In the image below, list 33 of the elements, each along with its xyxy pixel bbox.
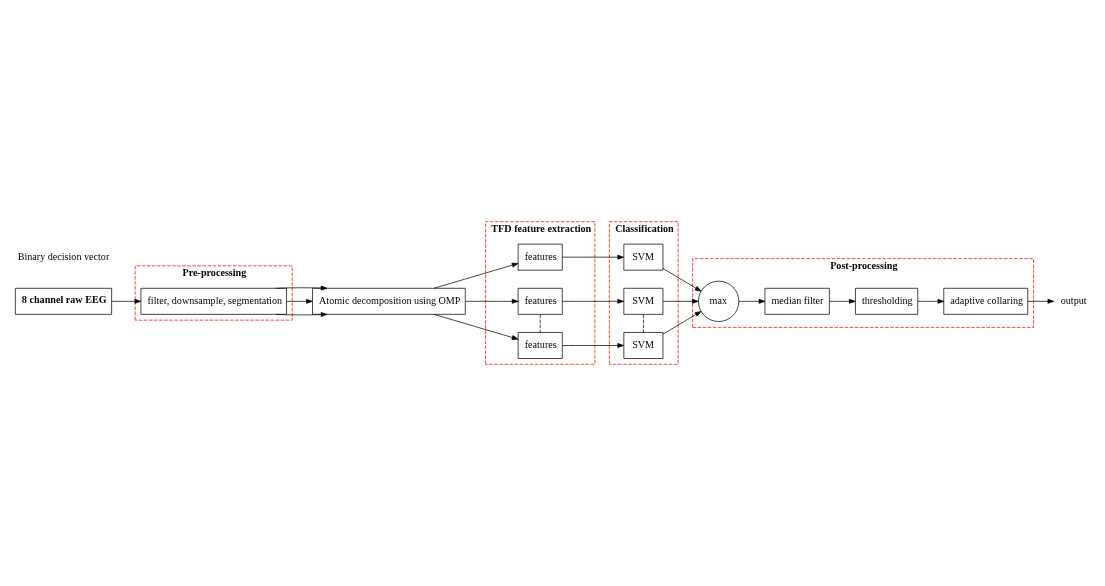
arrow <box>433 314 519 340</box>
arrow <box>662 311 702 335</box>
node-box: features <box>517 287 563 315</box>
node-circle: max <box>698 280 740 322</box>
node-box: 8 channel raw EEG <box>15 287 112 315</box>
arrow <box>738 298 766 304</box>
node-box: median filter <box>764 287 830 315</box>
node-box: filter, downsample, segmentation <box>140 287 287 315</box>
node-text: output <box>1060 295 1087 306</box>
node-box: adaptive collaring <box>943 287 1029 315</box>
arrow <box>1027 298 1055 304</box>
arrow <box>662 268 702 292</box>
arrow <box>111 298 142 304</box>
node-box: SVM <box>623 287 664 315</box>
arrow <box>562 254 624 260</box>
arrow <box>286 298 313 304</box>
node-box: features <box>517 243 563 271</box>
arrow <box>662 298 699 304</box>
node-box: features <box>517 332 563 359</box>
arrow <box>562 298 624 304</box>
arrow <box>917 298 945 304</box>
arrow <box>275 312 328 317</box>
connector <box>539 314 541 333</box>
node-box: SVM <box>623 332 664 359</box>
arrow <box>465 298 519 304</box>
arrow <box>275 285 328 291</box>
label: Binary decision vector <box>17 250 110 262</box>
connector <box>643 314 644 333</box>
arrow <box>433 262 519 289</box>
arrow <box>562 343 624 348</box>
node-box: SVM <box>623 243 664 271</box>
arrow <box>829 298 856 304</box>
node-box: thresholding <box>855 287 919 315</box>
